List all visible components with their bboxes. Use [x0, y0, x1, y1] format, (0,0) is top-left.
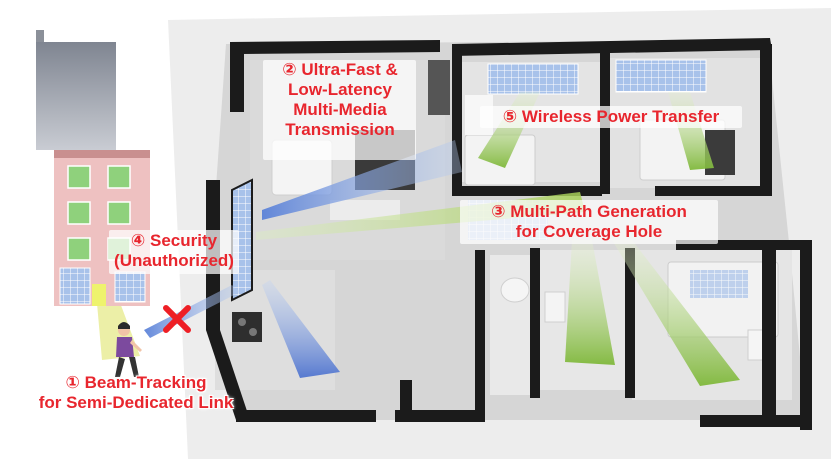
beam-tracking-line-1: ① Beam-Tracking — [65, 373, 207, 392]
multi-path-line-2: for Coverage Hole — [515, 222, 663, 241]
green-cone-bedroom-3 — [612, 240, 740, 386]
multi-path-label: ③ Multi-Path Generation for Coverage Hol… — [462, 202, 716, 242]
red-x-icon — [163, 305, 191, 333]
multi-path-line-1: ③ Multi-Path Generation — [491, 202, 687, 221]
surface-panel-right-room — [690, 270, 748, 298]
multi-path-label-bg — [460, 200, 718, 244]
beam-tracking-label: ① Beam-Tracking for Semi-Dedicated Link — [20, 373, 252, 413]
ultra-fast-label-bg — [263, 60, 416, 160]
blue-beam-kitchen — [262, 280, 340, 378]
blue-beam-living — [262, 140, 462, 220]
wireless-power-label: ⑤ Wireless Power Transfer — [482, 107, 740, 127]
apartment-building-icon — [36, 30, 150, 306]
ultra-fast-line-3: Multi-Media — [293, 100, 387, 119]
wireless-power-line-1: ⑤ Wireless Power Transfer — [502, 107, 720, 126]
surface-panel-bedroom-1 — [487, 63, 579, 95]
ultra-fast-line-1: ② Ultra-Fast & — [282, 60, 398, 79]
security-line-1: ④ Security — [130, 231, 218, 250]
green-cone-bathroom — [565, 240, 615, 365]
ultra-fast-label: ② Ultra-Fast & Low-Latency Multi-Media T… — [266, 60, 414, 140]
beam-tracking-line-2: for Semi-Dedicated Link — [38, 393, 234, 412]
ultra-fast-line-4: Transmission — [285, 120, 395, 139]
house-walls — [206, 38, 812, 430]
security-label: ④ Security (Unauthorized) — [109, 231, 239, 271]
surface-panel-bedroom-2 — [615, 59, 707, 93]
security-line-2: (Unauthorized) — [114, 251, 234, 270]
walking-person-icon — [115, 322, 142, 377]
wireless-power-label-bg — [480, 106, 742, 128]
ultra-fast-line-2: Low-Latency — [288, 80, 392, 99]
security-label-bg — [109, 230, 239, 274]
